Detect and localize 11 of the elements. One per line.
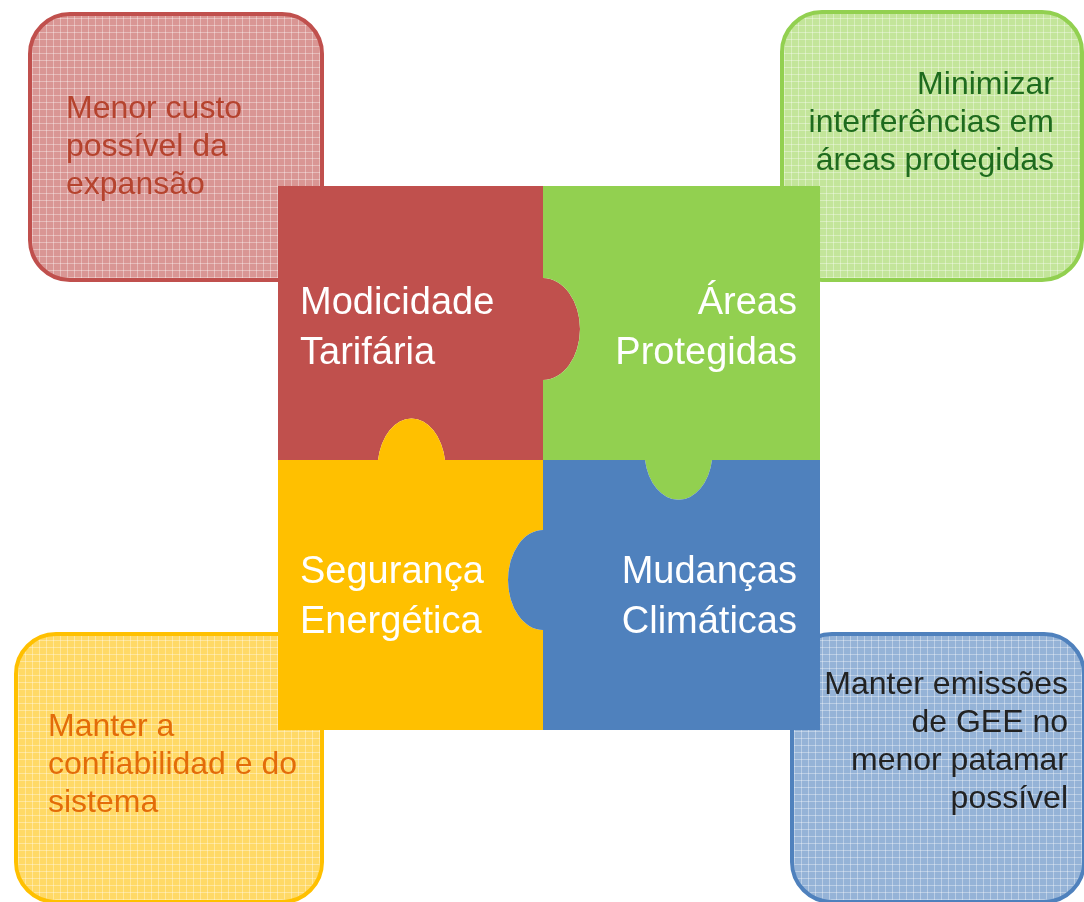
note-card — [790, 632, 1084, 902]
note-text: Manter emissões de GEE no menor patamar possível — [823, 664, 1068, 816]
piece-label: Modicidade Tarifária — [300, 279, 496, 374]
piece-label: Segurança Energética — [300, 548, 485, 643]
note-text: Minimizar interferências em áreas protegidas — [808, 64, 1054, 178]
piece-label: Mudanças Climáticas — [620, 548, 797, 643]
note-text: Manter a confiabilidad e do sistema — [48, 706, 298, 820]
note-card — [780, 10, 1084, 282]
note-card — [28, 12, 324, 282]
note-text: Menor custo possível da expansão — [66, 88, 244, 202]
piece-label: Áreas Protegidas — [614, 279, 797, 374]
